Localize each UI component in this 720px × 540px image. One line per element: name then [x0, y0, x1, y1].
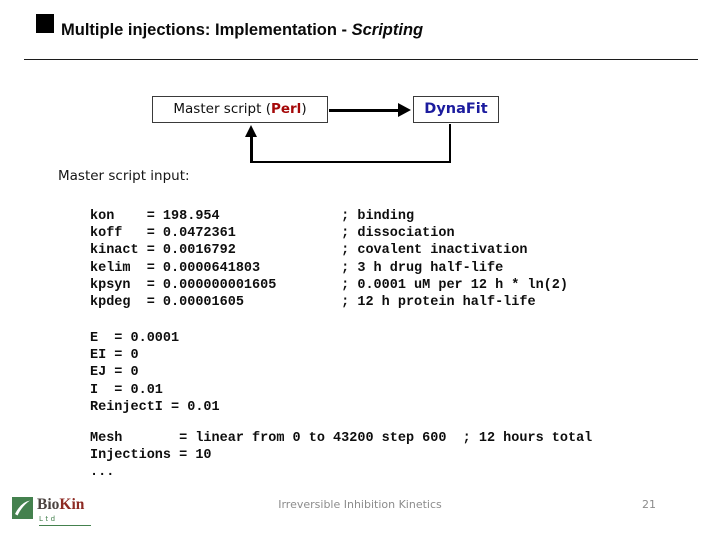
biokin-wordmark: BioKin [37, 496, 84, 514]
code-line: koff = 0.0472361 ; dissociation [90, 226, 455, 242]
biokin-leaf-icon [15, 500, 30, 516]
arrow-right-icon [398, 103, 411, 117]
master-script-box: Master script (Perl) [152, 96, 328, 123]
master-script-label: Master script ( [173, 101, 271, 117]
arrow-master-to-dynafit [329, 109, 399, 112]
page-title-emphasis: Scripting [351, 21, 424, 39]
code-line: Injections = 10 [90, 448, 212, 464]
title-divider [24, 59, 698, 60]
code-line: EJ = 0 [90, 365, 139, 381]
feedback-line-bottom [251, 161, 451, 163]
code-block-mesh: Mesh = linear from 0 to 43200 step 600 ;… [90, 430, 592, 482]
feedback-line-down [449, 124, 451, 163]
code-line: I = 0.01 [90, 382, 163, 398]
code-line: Mesh = linear from 0 to 43200 step 600 ;… [90, 431, 593, 446]
section-label: Master script input: [58, 168, 190, 184]
dynafit-box: DynaFit [413, 96, 499, 123]
page-title: Multiple injections: Implementation - Sc… [61, 20, 423, 40]
arrow-up-icon [245, 125, 257, 137]
biokin-kin: Kin [59, 496, 85, 513]
code-line: E = 0.0001 [90, 331, 180, 346]
page-title-main: Multiple injections: Implementation - [61, 21, 352, 39]
code-line: kelim = 0.0000641803 ; 3 h drug half-lif… [90, 260, 504, 276]
feedback-line-up [250, 136, 253, 163]
code-line: ReinjectI = 0.01 [90, 399, 220, 415]
code-line: kpsyn = 0.000000001605 ; 0.0001 uM per 1… [90, 277, 568, 293]
page-number: 21 [642, 498, 656, 511]
code-line: kpdeg = 0.00001605 ; 12 h protein half-l… [90, 294, 536, 310]
code-line: EI = 0 [90, 348, 139, 364]
master-script-label-suffix: ) [301, 101, 307, 117]
slide-corner-decoration [36, 14, 54, 33]
footer-title: Irreversible Inhibition Kinetics [278, 498, 442, 511]
biokin-ltd: Ltd [39, 515, 91, 526]
perl-label: Perl [270, 101, 302, 117]
code-line: kon = 198.954 ; binding [90, 209, 415, 224]
code-line: ... [90, 465, 115, 481]
code-block-concentrations: E = 0.0001 EI = 0 EJ = 0 I = 0.01 Reinje… [90, 330, 220, 416]
biokin-logo [12, 497, 33, 519]
biokin-bio: Bio [37, 496, 60, 513]
code-block-rate-constants: kon = 198.954 ; binding koff = 0.0472361… [90, 208, 568, 311]
code-line: kinact = 0.0016792 ; covalent inactivati… [90, 243, 528, 259]
